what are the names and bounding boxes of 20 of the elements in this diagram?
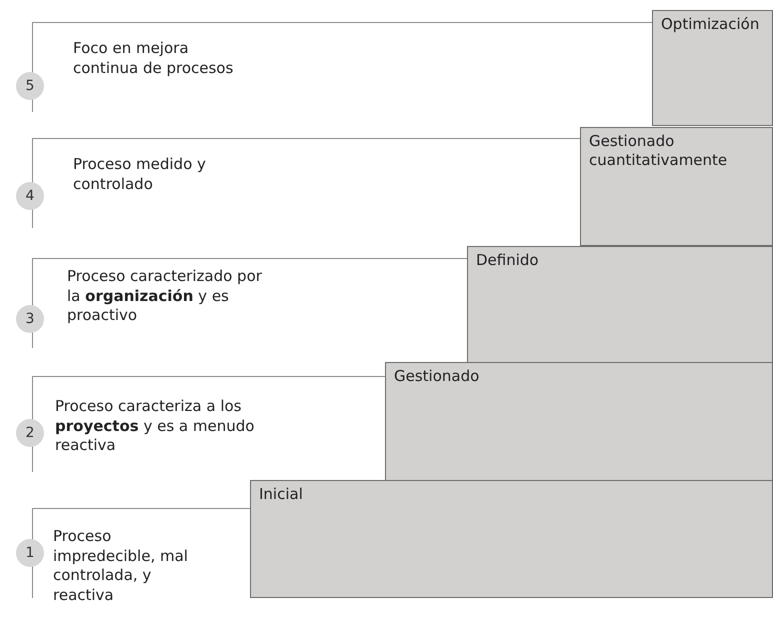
connector-line: [292, 258, 468, 259]
level-number: 2: [16, 419, 44, 447]
connector-line: [292, 138, 580, 139]
connector-line: [232, 508, 250, 509]
connector-line: [292, 22, 652, 23]
description-text: Proceso medido y controlado: [73, 155, 207, 194]
connector-line: [292, 376, 386, 377]
description-text: Proceso impredecible, mal controlada, y reactiva: [53, 527, 189, 605]
maturity-level-step: Optimización: [652, 10, 773, 126]
description-text: Foco en mejora continua de procesos: [73, 39, 234, 78]
description-text: Proceso caracteriza a los proyectos y es a menudo reactiva: [55, 397, 255, 456]
maturity-level-step: Inicial: [250, 480, 773, 598]
level-number: 4: [16, 182, 44, 210]
level-number: 1: [16, 539, 44, 567]
level-number: 5: [16, 72, 44, 100]
level-number: 3: [16, 305, 44, 333]
maturity-level-step: Definido: [467, 246, 773, 363]
maturity-level-step: Gestionado: [385, 362, 773, 481]
maturity-level-step: Gestionado cuantitativamente: [580, 127, 773, 246]
description-text: Proceso caracterizado por la organización y es proactivo: [67, 267, 263, 326]
